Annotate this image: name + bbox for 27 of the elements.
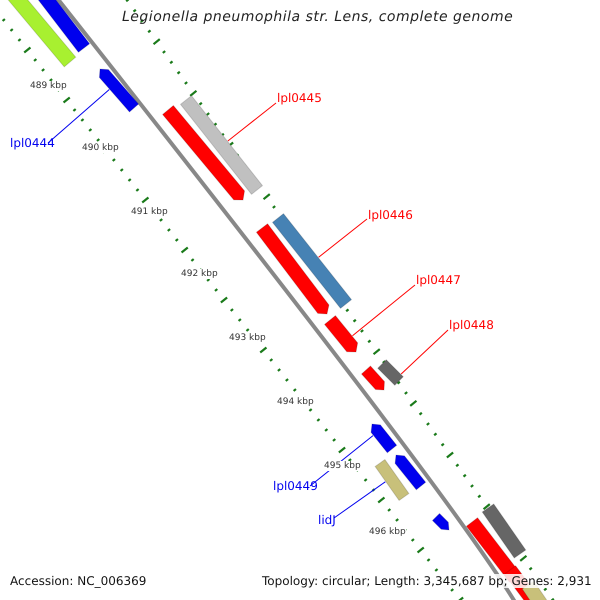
info-text: Topology: circular; Length: 3,345,687 bp; Genes: 2,931 <box>262 574 592 588</box>
position-label: 495 kbp <box>324 461 361 471</box>
gene-label: lpl0447 <box>416 273 461 287</box>
position-label: 490 kbp <box>82 143 119 153</box>
gene-feature <box>370 423 398 454</box>
info-text: Accession: NC_006369 <box>10 574 146 588</box>
leader-line <box>318 218 368 258</box>
gene-label: lpl0448 <box>449 318 494 332</box>
leader-line <box>227 102 276 142</box>
gene-label: lpl0449 <box>273 479 318 493</box>
gene-label: lpl0445 <box>277 91 322 105</box>
gene-label: lpl0446 <box>368 208 413 222</box>
leader-line <box>352 284 416 336</box>
gene-feature <box>377 359 404 386</box>
position-label: 492 kbp <box>181 269 218 279</box>
gene-feature <box>374 458 410 502</box>
leader-line <box>48 89 110 144</box>
gene-feature <box>180 94 264 196</box>
gene-feature <box>272 212 352 310</box>
leader-line <box>400 330 448 374</box>
leader-line <box>334 481 386 518</box>
gene-feature <box>324 314 358 353</box>
position-label: 494 kbp <box>277 397 314 407</box>
gene-label: lidJ <box>318 513 336 527</box>
gene-label: lpl0444 <box>10 136 55 150</box>
title: Legionella pneumophila str. Lens, complete genome <box>122 9 514 25</box>
gene-feature <box>98 68 140 113</box>
